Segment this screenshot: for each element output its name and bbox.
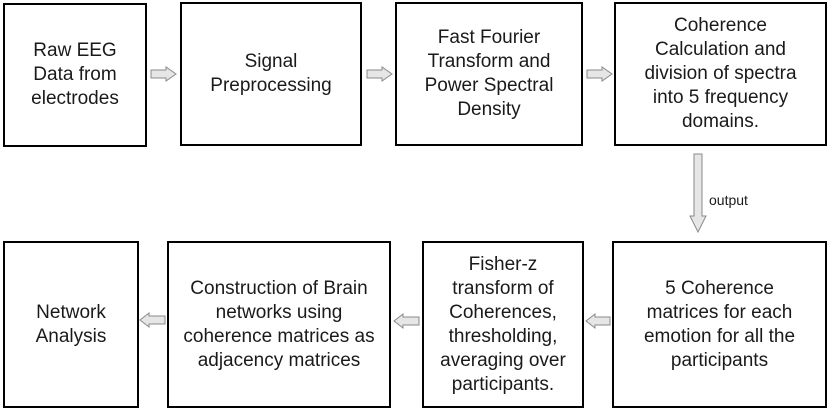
arrow-right-icon (366, 66, 393, 82)
coherence-matrices-label: 5 Coherence matrices for each emotion fo… (643, 277, 796, 371)
signal-preprocessing-label: Signal Preprocessing (210, 51, 332, 96)
arrow-down-icon (689, 153, 707, 234)
network-analysis-label: Network Analysis (35, 301, 107, 347)
network-analysis-box: Network Analysis (3, 241, 139, 408)
fisher-z-box: Fisher-z transform of Coherences, thresh… (422, 241, 584, 408)
arrow-left-icon (393, 312, 420, 330)
coherence-calculation-box: Coherence Calculation and division of sp… (614, 2, 827, 146)
fisher-z-label: Fisher-z transform of Coherences, thresh… (440, 253, 566, 395)
arrow-left-icon (585, 312, 611, 330)
coherence-calculation-label: Coherence Calculation and division of sp… (644, 15, 797, 132)
raw-eeg-box: Raw EEG Data from electrodes (3, 3, 147, 147)
fft-psd-label: Fast Fourier Transform and Power Spectra… (424, 27, 554, 120)
arrow-right-icon (586, 66, 613, 82)
brain-networks-label: Construction of Brain networks using coh… (183, 277, 375, 371)
signal-preprocessing-box: Signal Preprocessing (180, 2, 362, 146)
fft-psd-box: Fast Fourier Transform and Power Spectra… (395, 2, 583, 146)
arrow-right-icon (150, 66, 177, 82)
output-label: output (709, 192, 748, 208)
arrow-left-icon (139, 311, 166, 329)
brain-networks-box: Construction of Brain networks using coh… (167, 241, 391, 408)
coherence-matrices-box: 5 Coherence matrices for each emotion fo… (612, 241, 827, 408)
raw-eeg-label: Raw EEG Data from electrodes (31, 40, 119, 109)
